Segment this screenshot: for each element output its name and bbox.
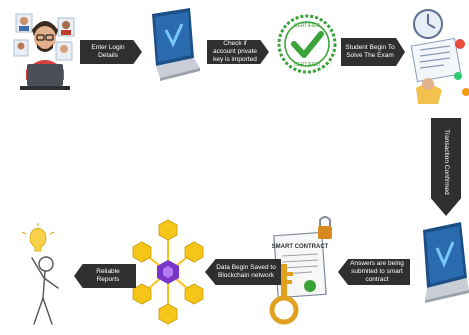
- step-check-key-label: Check if account private key is imported: [212, 40, 258, 63]
- step-enter-login-label: Enter Login Details: [91, 44, 125, 59]
- arrow-reliable-reports: Reliable Reports: [74, 264, 136, 288]
- contract-title-text: SMART CONTRACT: [272, 244, 329, 250]
- idea-person-illustration: [21, 223, 59, 325]
- blockchain-network-icon: [132, 219, 204, 325]
- badge-top-text: CERTIFIED: [294, 23, 321, 29]
- arrow-check-key: Check if account private key is imported: [207, 40, 269, 64]
- login-person-illustration: [13, 13, 75, 90]
- arrow-data-saved: Data Begin Saved to Blockchain network: [205, 259, 281, 285]
- laptop-icon-2: [423, 222, 469, 303]
- certified-badge-icon: CERTIFIED CERTIFIED: [277, 14, 337, 74]
- smart-contract-illustration: SMART CONTRACT: [269, 216, 332, 325]
- step-student-begin-label: Student Begin To Solve The Exam: [345, 44, 395, 59]
- step-answers-submitted-label: Answers are being submited to smart cont…: [350, 260, 404, 283]
- step-transaction-label: Transaction Confirmed: [443, 129, 450, 195]
- badge-bottom-text: CERTIFIED: [294, 62, 321, 68]
- arrow-enter-login: Enter Login Details: [80, 40, 142, 64]
- laptop-icon: [152, 8, 200, 81]
- exam-illustration: [410, 9, 469, 104]
- arrow-answers-submitted: Answers are being submited to smart cont…: [338, 259, 410, 285]
- step-data-saved-label: Data Begin Saved to Blockchain network: [216, 264, 276, 279]
- arrow-transaction-confirmed: Transaction Confirmed: [431, 118, 461, 216]
- arrow-student-begin: Student Begin To Solve The Exam: [341, 38, 405, 66]
- step-reliable-reports-label: Reliable Reports: [96, 268, 120, 283]
